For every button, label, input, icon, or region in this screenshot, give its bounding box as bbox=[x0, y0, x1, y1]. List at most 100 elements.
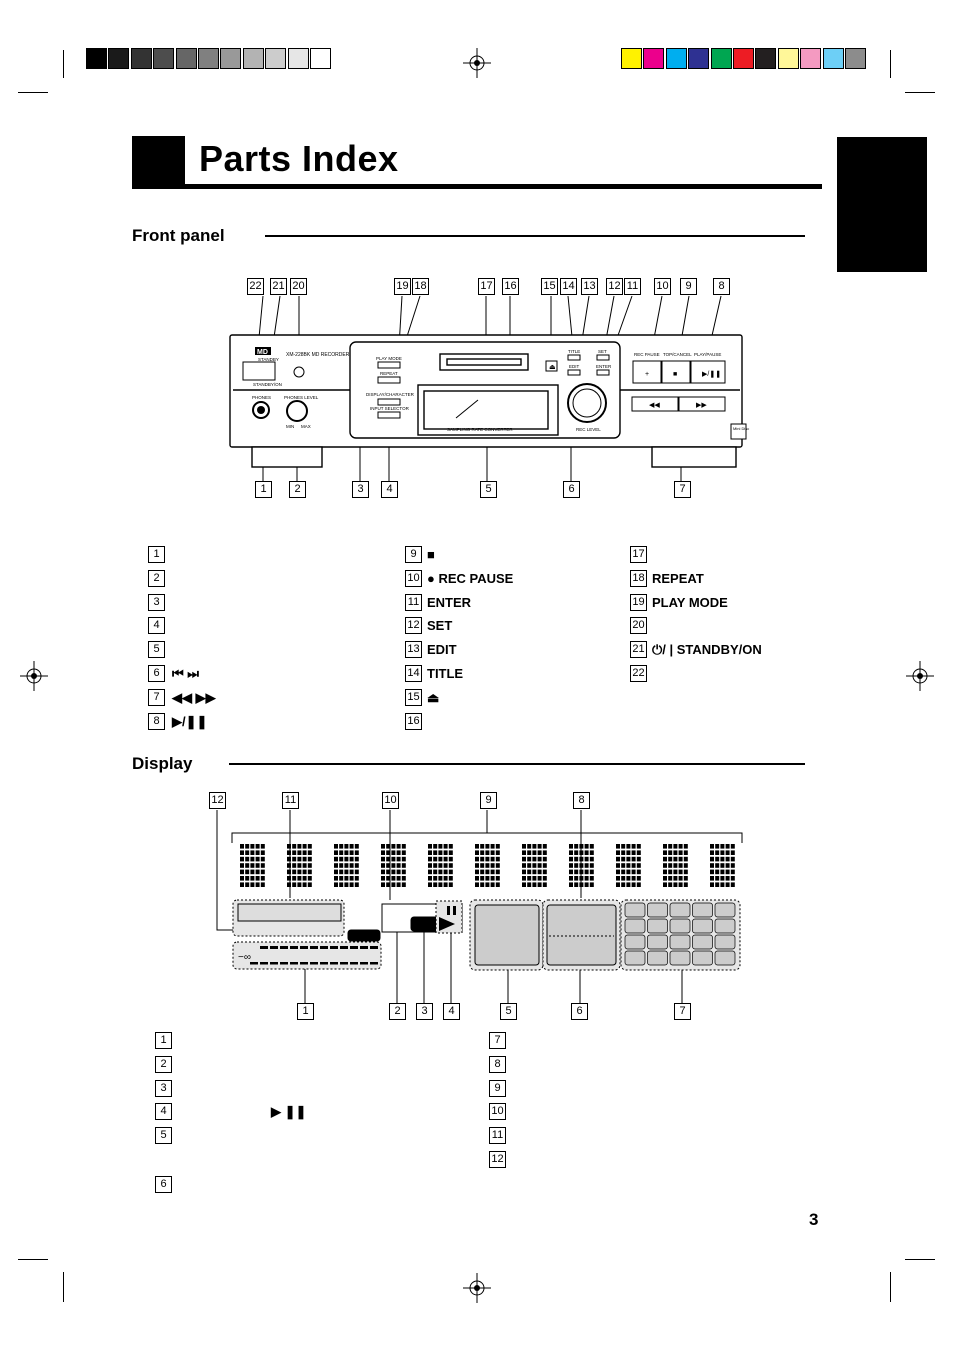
crosshair-icon bbox=[463, 1273, 491, 1303]
meter-segment bbox=[310, 946, 318, 949]
meter-segment bbox=[360, 962, 368, 965]
meter-segment bbox=[270, 962, 278, 965]
list-number: 4 bbox=[148, 617, 165, 635]
list-number: 2 bbox=[155, 1055, 172, 1073]
dot-matrix-char bbox=[710, 844, 735, 887]
list-number: 11 bbox=[405, 593, 422, 611]
enter-label: ENTER bbox=[596, 364, 612, 369]
input-selector-label: INPUT SELECTOR bbox=[370, 406, 410, 411]
svg-text:+: + bbox=[645, 371, 649, 378]
grid-cell bbox=[714, 950, 736, 966]
list-item-label: SET bbox=[427, 618, 453, 634]
panel-printed-labels: MD STANDBY STANDBY/ON XM-228BK MD RECORD… bbox=[252, 349, 749, 432]
list-number: 20 bbox=[630, 617, 647, 635]
meter-segment bbox=[300, 946, 308, 949]
max-label: MAX bbox=[301, 424, 311, 429]
dot-matrix-char bbox=[522, 844, 547, 887]
callout-number: 20 bbox=[290, 278, 307, 295]
crosshair-icon bbox=[20, 661, 48, 691]
callout-number: 11 bbox=[624, 278, 641, 295]
callout-number: 9 bbox=[480, 792, 497, 809]
list-number: 6 bbox=[155, 1176, 172, 1193]
grid-cell bbox=[624, 918, 646, 934]
list-number: 11 bbox=[489, 1127, 506, 1145]
md-logo: MD bbox=[257, 349, 268, 356]
grid-cell bbox=[692, 934, 713, 950]
list-number: 16 bbox=[405, 712, 422, 730]
set-label: SET bbox=[598, 349, 607, 354]
grid-cell bbox=[692, 918, 713, 934]
meter-segment bbox=[280, 946, 288, 949]
grid-cell bbox=[669, 934, 691, 950]
callout-number: 5 bbox=[500, 1003, 517, 1020]
list-number: 8 bbox=[148, 712, 165, 730]
meter-segment bbox=[290, 946, 298, 949]
list-item-label: PLAY MODE bbox=[652, 594, 728, 610]
meter-segment bbox=[290, 962, 298, 965]
list-item-label: ● REC PAUSE bbox=[427, 570, 514, 586]
color-swatch bbox=[733, 48, 754, 69]
callout-number: 7 bbox=[674, 481, 691, 498]
dot-matrix-char bbox=[663, 844, 688, 887]
standby-label: STANDBY bbox=[258, 357, 279, 362]
meter-segment bbox=[280, 962, 288, 965]
list-item-label: ◀◀ ▶▶ bbox=[172, 689, 216, 705]
title-label: TITLE bbox=[568, 349, 580, 354]
list-item-label: ENTER bbox=[427, 594, 472, 610]
svg-text:▶/❚❚: ▶/❚❚ bbox=[702, 370, 721, 378]
play-pause-indicators bbox=[439, 906, 456, 931]
callout-number: 18 bbox=[412, 278, 429, 295]
title-block bbox=[132, 136, 185, 189]
svg-text:◀◀: ◀◀ bbox=[649, 402, 660, 409]
meter-segment bbox=[350, 946, 358, 949]
section-rule bbox=[265, 235, 805, 237]
callout-number: 22 bbox=[247, 278, 264, 295]
side-tab bbox=[837, 137, 927, 272]
gray-swatch bbox=[108, 48, 130, 69]
callout-number: 4 bbox=[381, 481, 398, 498]
meter-segment bbox=[260, 962, 268, 965]
list-number: 10 bbox=[489, 1103, 506, 1121]
front-panel-diagram: MD STANDBY STANDBY/ON XM-228BK MD RECORD… bbox=[229, 295, 749, 481]
grid-cell bbox=[669, 950, 691, 966]
callout-number: 10 bbox=[654, 278, 671, 295]
phones-level-label: PHONES LEVEL bbox=[284, 395, 319, 400]
gray-swatch bbox=[265, 48, 287, 69]
list-item-label: ⏮ ⏭ bbox=[172, 666, 200, 681]
callout-number: 15 bbox=[541, 278, 558, 295]
level-meter bbox=[250, 946, 378, 965]
list-item-label: ⏻/ | STANDBY/ON bbox=[652, 642, 762, 658]
rec-pause-label: REC PAUSE bbox=[634, 352, 660, 357]
title-rule bbox=[132, 184, 822, 189]
list-number: 2 bbox=[148, 569, 165, 587]
dot-matrix-char bbox=[334, 844, 359, 887]
gray-swatch bbox=[242, 48, 264, 69]
callout-number: 3 bbox=[352, 481, 369, 498]
callout-number: 2 bbox=[389, 1003, 406, 1020]
list-number: 13 bbox=[405, 641, 422, 659]
callout-number: 2 bbox=[289, 481, 306, 498]
callout-number: 1 bbox=[297, 1003, 314, 1020]
color-swatch bbox=[755, 48, 777, 69]
grid-cell bbox=[669, 918, 691, 934]
display-character-label: DISPLAY/CHARACTER bbox=[366, 392, 415, 397]
minidisc-label: Mini Disc bbox=[733, 426, 749, 431]
calendar-grid bbox=[624, 902, 736, 966]
play-pause-label: PLAY/PAUSE bbox=[694, 352, 721, 357]
grid-cell bbox=[647, 918, 668, 934]
color-swatch bbox=[822, 48, 844, 69]
edit-label: EDIT bbox=[569, 364, 580, 369]
callout-number: 21 bbox=[270, 278, 287, 295]
callout-number: 4 bbox=[443, 1003, 460, 1020]
color-swatch bbox=[710, 48, 732, 69]
svg-text:■: ■ bbox=[673, 371, 677, 378]
meter-segment bbox=[360, 946, 368, 949]
list-number: 1 bbox=[155, 1032, 172, 1049]
gray-swatch bbox=[220, 48, 242, 69]
callout-number: 17 bbox=[478, 278, 495, 295]
meter-segment bbox=[330, 962, 338, 965]
list-number: 12 bbox=[489, 1151, 506, 1168]
dot-matrix-characters bbox=[240, 844, 735, 887]
list-item-label: ⏏ bbox=[427, 689, 440, 705]
list-number: 19 bbox=[630, 593, 647, 611]
